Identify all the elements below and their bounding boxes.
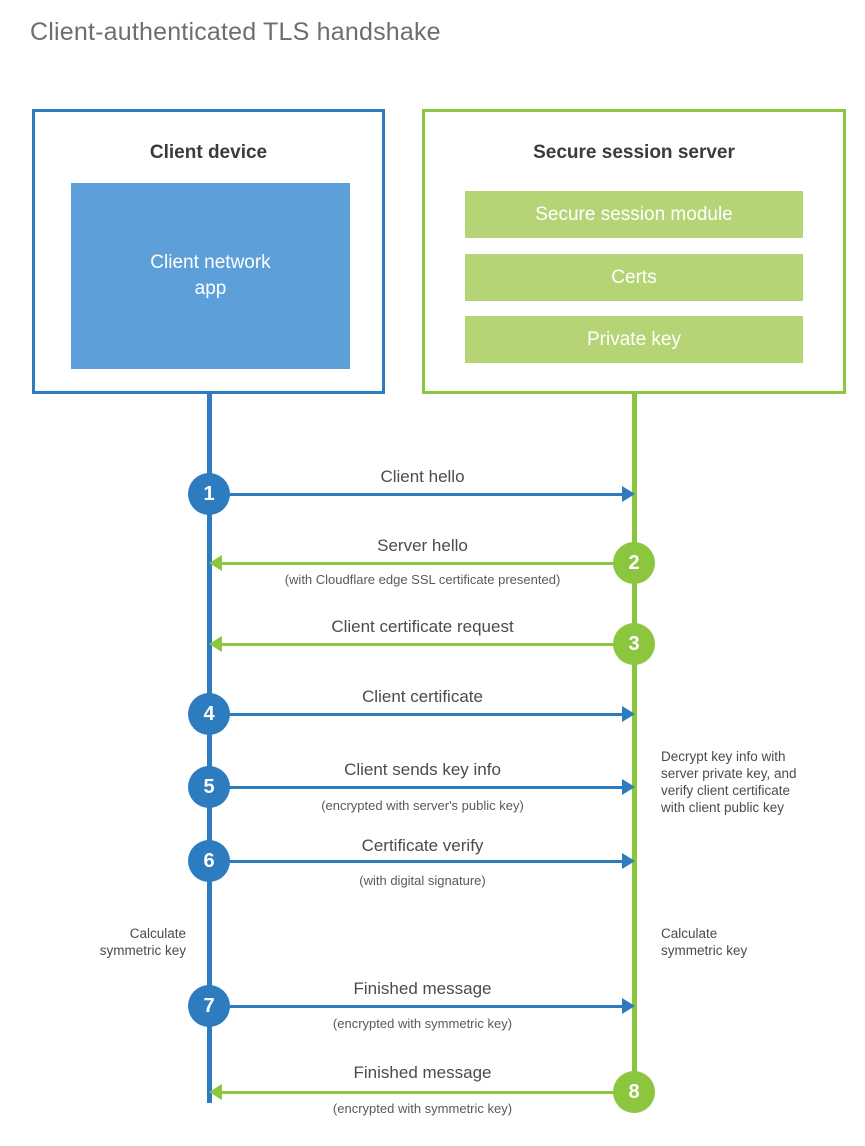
client-device-box: Client device Client network app xyxy=(32,109,385,394)
step-6-sublabel: (with digital signature) xyxy=(359,873,486,888)
step-6-arrow-line xyxy=(210,860,622,863)
step-5-sublabel: (encrypted with server's public key) xyxy=(321,798,524,813)
client-calc-note-line1: Calculate xyxy=(129,926,186,941)
server-bar-secure-session-module: Secure session module xyxy=(465,191,803,238)
client-app-label-line1: Client network xyxy=(150,252,271,273)
step-8-arrow-head-icon xyxy=(209,1084,222,1100)
step-7-sublabel: (encrypted with symmetric key) xyxy=(332,1016,513,1031)
page-title: Client-authenticated TLS handshake xyxy=(30,18,441,46)
step-1-circle: 1 xyxy=(188,473,230,515)
step-2-sublabel: (with Cloudflare edge SSL certificate pr… xyxy=(284,572,561,587)
server-calc-note-line1: Calculate xyxy=(661,926,718,941)
step-3-circle: 3 xyxy=(613,623,655,665)
step-5-arrow-line xyxy=(210,786,622,789)
server-lifeline xyxy=(632,393,637,1093)
step-8-arrow-line xyxy=(222,1091,635,1094)
secure-session-server-title: Secure session server xyxy=(533,142,735,163)
client-app-label-line2: app xyxy=(194,278,227,299)
client-lifeline xyxy=(207,393,212,1103)
step-1-arrow-line xyxy=(210,493,622,496)
step-4-arrow-line xyxy=(210,713,622,716)
step-2-label: Server hello xyxy=(377,536,468,555)
step-6-circle: 6 xyxy=(188,840,230,882)
step-2-circle: 2 xyxy=(613,542,655,584)
secure-session-server-box: Secure session server Secure session mod… xyxy=(422,109,846,394)
step-5-label: Client sends key info xyxy=(344,760,501,779)
step-4-arrow-head-icon xyxy=(622,706,635,722)
step-8-sublabel: (encrypted with symmetric key) xyxy=(332,1101,513,1116)
client-device-title: Client device xyxy=(149,142,268,163)
step-3-arrow-line xyxy=(222,643,635,646)
step-2-arrow-line xyxy=(222,562,635,565)
server-decrypt-note-line3: verify client certificate xyxy=(661,783,791,798)
step-7-label: Finished message xyxy=(353,979,492,998)
step-8-circle: 8 xyxy=(613,1071,655,1113)
client-calculate-symmetric-key-note: Calculate symmetric key xyxy=(20,925,186,959)
step-6-label: Certificate verify xyxy=(361,836,484,855)
step-4-label: Client certificate xyxy=(362,687,483,706)
server-calc-note-line2: symmetric key xyxy=(661,943,748,958)
server-decrypt-note-line1: Decrypt key info with xyxy=(661,749,786,764)
server-bar-certs: Certs xyxy=(465,254,803,301)
client-network-app-block: Client network app xyxy=(71,183,350,369)
step-2-arrow-head-icon xyxy=(209,555,222,571)
step-1-arrow-head-icon xyxy=(622,486,635,502)
step-4-circle: 4 xyxy=(188,693,230,735)
step-5-arrow-head-icon xyxy=(622,779,635,795)
client-calc-note-line2: symmetric key xyxy=(99,943,186,958)
step-5-circle: 5 xyxy=(188,766,230,808)
server-bar-private-key: Private key xyxy=(465,316,803,363)
step-7-circle: 7 xyxy=(188,985,230,1027)
step-3-label: Client certificate request xyxy=(331,617,514,636)
step-7-arrow-head-icon xyxy=(622,998,635,1014)
server-decrypt-note-line4: with client public key xyxy=(661,800,785,815)
step-3-arrow-head-icon xyxy=(209,636,222,652)
step-7-arrow-line xyxy=(210,1005,622,1008)
step-8-label: Finished message xyxy=(353,1063,492,1082)
step-6-arrow-head-icon xyxy=(622,853,635,869)
server-decrypt-note: Decrypt key info with server private key… xyxy=(661,748,841,816)
server-calculate-symmetric-key-note: Calculate symmetric key xyxy=(661,925,841,959)
server-decrypt-note-line2: server private key, and xyxy=(661,766,797,781)
step-1-label: Client hello xyxy=(380,467,465,486)
